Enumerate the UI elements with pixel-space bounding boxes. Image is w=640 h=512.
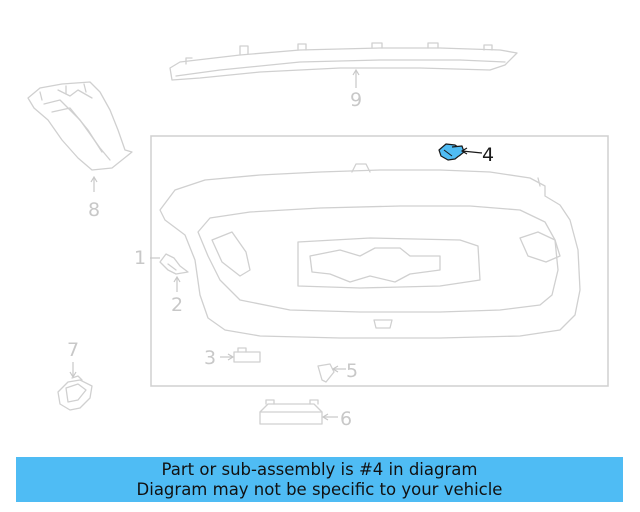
callout-5[interactable]: 5 — [346, 360, 358, 382]
callout-2[interactable]: 2 — [171, 294, 183, 316]
part-1-liftgate-trim-panel[interactable] — [159, 163, 581, 339]
callout-7[interactable]: 7 — [67, 339, 79, 361]
part-6-pull-handle[interactable] — [259, 399, 323, 425]
part-7-lamp[interactable] — [57, 375, 93, 411]
assembly-frame — [150, 135, 609, 387]
part-4-clip-highlighted[interactable] — [438, 143, 465, 161]
callout-3[interactable]: 3 — [204, 347, 216, 369]
part-5-bracket[interactable] — [317, 363, 335, 383]
callout-4[interactable]: 4 — [482, 144, 494, 166]
callout-9[interactable]: 9 — [350, 89, 362, 111]
part-8-pillar-trim[interactable] — [27, 81, 133, 171]
part-info-banner: Part or sub-assembly is #4 in diagram Di… — [16, 457, 623, 502]
banner-line-disclaimer: Diagram may not be specific to your vehi… — [136, 480, 503, 499]
part-2-clip[interactable] — [159, 253, 189, 275]
callout-6[interactable]: 6 — [340, 408, 352, 430]
part-3-retainer[interactable] — [233, 347, 261, 363]
callout-1[interactable]: 1 — [134, 247, 146, 269]
part-9-garnish-strip[interactable] — [169, 42, 518, 81]
callout-8[interactable]: 8 — [88, 199, 100, 221]
banner-line-part-number: Part or sub-assembly is #4 in diagram — [161, 460, 478, 479]
